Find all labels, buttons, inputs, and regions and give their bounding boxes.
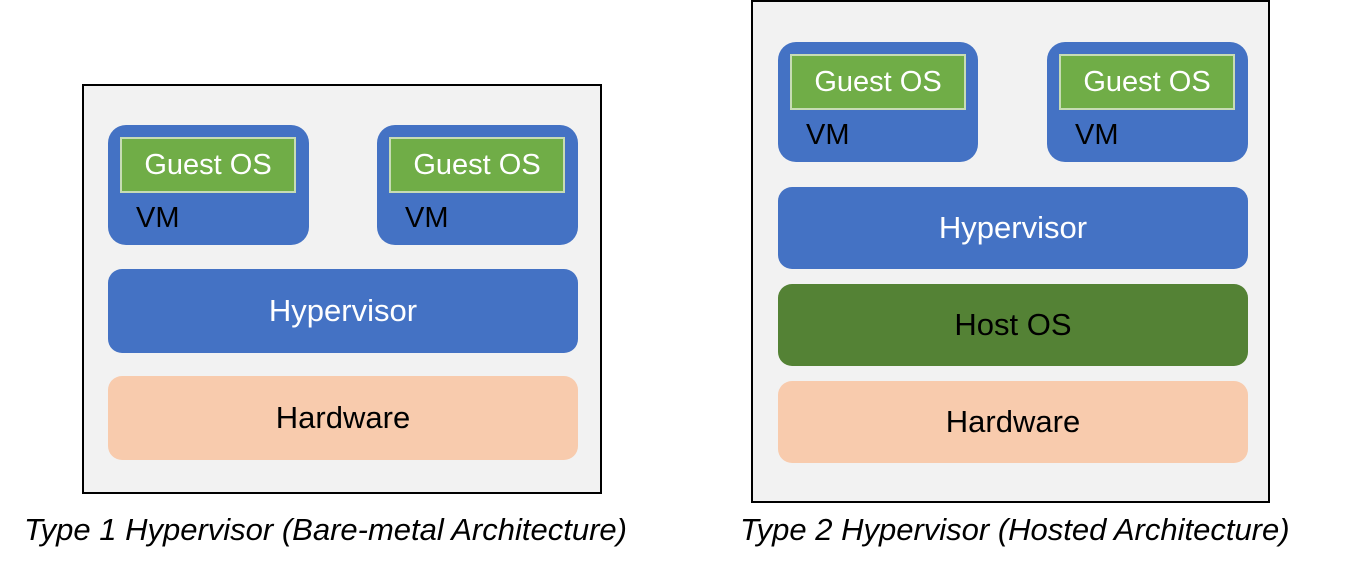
type2-vm-2-label: VM [1075,119,1119,151]
type1-vm-2-label: VM [405,202,449,234]
type1-vm-1-label: VM [136,202,180,234]
type2-vm-1: Guest OS VM [778,42,978,162]
type1-hardware-layer: Hardware [108,376,578,460]
type1-guest-os-1: Guest OS [120,137,296,193]
type2-caption: Type 2 Hypervisor (Hosted Architecture) [740,512,1290,547]
type2-vm-1-label: VM [806,119,850,151]
type1-vm-1: Guest OS VM [108,125,309,245]
type2-guest-os-2: Guest OS [1059,54,1235,110]
type1-hypervisor-layer: Hypervisor [108,269,578,353]
type1-caption: Type 1 Hypervisor (Bare-metal Architectu… [24,512,627,547]
type2-vm-2: Guest OS VM [1047,42,1248,162]
type2-hypervisor-layer: Hypervisor [778,187,1248,269]
type2-hardware-layer: Hardware [778,381,1248,463]
type1-guest-os-2: Guest OS [389,137,565,193]
type2-host-os-layer: Host OS [778,284,1248,366]
type2-guest-os-1: Guest OS [790,54,966,110]
type1-vm-2: Guest OS VM [377,125,578,245]
